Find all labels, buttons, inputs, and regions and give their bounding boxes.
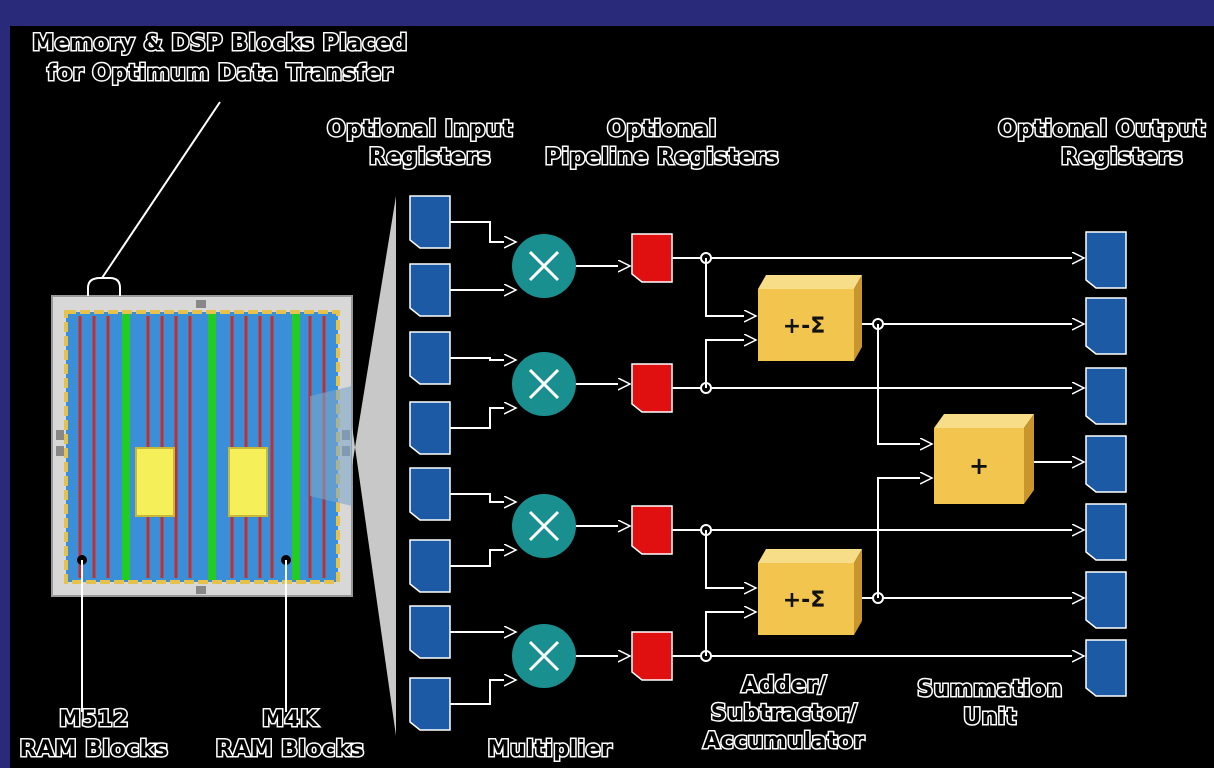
pipeline-register	[631, 631, 673, 681]
input-register	[409, 677, 451, 731]
output-register	[1085, 571, 1127, 629]
output-registers	[1085, 231, 1127, 697]
dsp-block-diagram: +-Σ +-Σ + Memory & DSP Blocks Placed for…	[18, 30, 1207, 764]
input-register	[409, 263, 451, 317]
output-regs-label-line2: Registers	[1061, 145, 1183, 170]
adder-subtractor-2: +-Σ	[758, 549, 862, 635]
output-regs-label-line1: Optional Output	[998, 117, 1206, 142]
m4k-label-line2: RAM Blocks	[216, 737, 365, 762]
output-register	[1085, 367, 1127, 425]
m4k-column	[122, 314, 130, 580]
dsp-block-1	[135, 447, 175, 517]
fpga-die	[51, 277, 353, 597]
pipeline-register	[631, 363, 673, 413]
m4k-column	[208, 314, 216, 580]
summation-unit-block: +	[934, 414, 1034, 504]
adder-label-line2: Subtractor/	[711, 701, 858, 726]
pipeline-regs-label-line1: Optional	[607, 117, 717, 142]
adder-label-line3: Accumulator	[703, 729, 865, 754]
output-register	[1085, 297, 1127, 355]
output-register	[1085, 435, 1127, 493]
multiplier-unit	[512, 624, 576, 688]
summation-label-line1: Summation	[917, 677, 1063, 702]
input-register	[409, 331, 451, 385]
input-register	[409, 195, 451, 249]
zoom-projection	[352, 196, 396, 736]
m4k-label-line1: M4K	[262, 707, 318, 732]
multiplier-unit	[512, 234, 576, 298]
diagram-canvas: +-Σ +-Σ + Memory & DSP Blocks Placed for…	[10, 26, 1214, 768]
multiplier-unit	[512, 494, 576, 558]
pipeline-register	[631, 505, 673, 555]
adder-label-line1: Adder/	[741, 673, 827, 698]
input-register	[409, 401, 451, 455]
pipeline-register	[631, 233, 673, 283]
multiplier-label: Multiplier	[488, 737, 613, 762]
dsp-block-2	[228, 447, 268, 517]
adder-subtractor-1: +-Σ	[758, 275, 862, 361]
pipeline-regs-label-line2: Pipeline Registers	[545, 145, 779, 170]
input-registers	[409, 195, 451, 731]
memory-label-line2: for Optimum Data Transfer	[47, 61, 393, 86]
memory-leader-line	[101, 101, 221, 279]
input-register	[409, 539, 451, 593]
input-register	[409, 605, 451, 659]
summation-symbol: +	[969, 452, 989, 480]
multipliers	[512, 234, 576, 688]
signal-wires	[450, 221, 1084, 705]
output-register	[1085, 639, 1127, 697]
pipeline-registers	[631, 233, 673, 681]
m512-label-line2: RAM Blocks	[20, 737, 169, 762]
adder-symbol: +-Σ	[783, 588, 826, 613]
multiplier-unit	[512, 352, 576, 416]
output-register	[1085, 231, 1127, 289]
summation-label-line2: Unit	[963, 705, 1017, 730]
input-register	[409, 467, 451, 521]
adder-symbol: +-Σ	[783, 314, 826, 339]
labels: Memory & DSP Blocks Placed for Optimum D…	[18, 30, 1207, 764]
m512-label-line1: M512	[59, 707, 129, 732]
output-register	[1085, 503, 1127, 561]
input-regs-label-line1: Optional Input	[327, 117, 513, 142]
m4k-column	[292, 314, 300, 580]
memory-label-line1: Memory & DSP Blocks Placed	[32, 31, 408, 56]
input-regs-label-line2: Registers	[369, 145, 491, 170]
